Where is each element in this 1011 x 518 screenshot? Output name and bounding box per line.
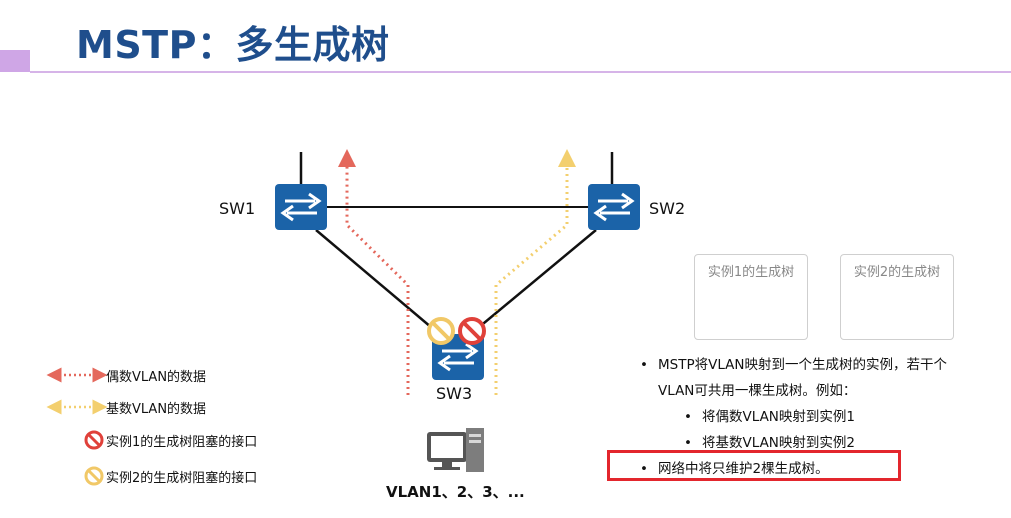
bullet-continuation: VLAN可共用一棵生成树。例如：: [658, 383, 857, 399]
instance2-root-label: 根: [866, 294, 878, 307]
description-list: MSTP将VLAN映射到一个生成树的实例，若干个 VLAN可共用一棵生成树。例如…: [640, 352, 947, 482]
instance1-title: 实例1的生成树: [707, 265, 795, 280]
legend-item: 实例2的生成树阻塞的接口: [50, 464, 257, 488]
pc-vlan-caption: VLAN1、2、3、...: [386, 483, 525, 501]
legend-item: 基数VLAN的数据: [50, 395, 206, 419]
legend-label: 实例1的生成树阻塞的接口: [106, 434, 258, 450]
bullet-item: MSTP将VLAN映射到一个生成树的实例，若干个: [640, 352, 947, 378]
legend-label: 偶数VLAN的数据: [106, 369, 207, 385]
title-accent-bar: [0, 50, 30, 72]
highlight-box: [607, 450, 901, 481]
sub-bullet-item: 将偶数VLAN映射到实例1: [640, 404, 947, 430]
legend-label: 基数VLAN的数据: [106, 401, 207, 417]
instance2-blocked-port-icon: [427, 317, 455, 345]
title-divider: [30, 71, 1011, 73]
link-sw1-sw3: [315, 229, 439, 334]
bullet-item: 网络中将只维护2棵生成树。: [640, 456, 947, 482]
sw2-switch-icon[interactable]: [586, 182, 642, 232]
legend-label: 实例2的生成树阻塞的接口: [106, 470, 258, 486]
sw3-label: SW3: [436, 384, 473, 403]
legend-item: 偶数VLAN的数据: [50, 363, 206, 387]
sw1-switch-icon[interactable]: [273, 182, 329, 232]
instance2-box: 实例2的生成树: [840, 254, 954, 340]
legend-yellow-blocked-icon: [84, 466, 104, 486]
sw2-label: SW2: [649, 199, 686, 218]
even-vlan-data-path: [338, 149, 410, 395]
sub-bullet-item: 将基数VLAN映射到实例2: [640, 430, 947, 456]
legend-item: 实例1的生成树阻塞的接口: [50, 428, 257, 452]
pc-icon: [427, 428, 484, 472]
instance2-title: 实例2的生成树: [853, 265, 941, 280]
sw1-label: SW1: [219, 199, 256, 218]
instance1-box: 实例1的生成树: [694, 254, 808, 340]
page-title: MSTP：多生成树: [76, 23, 390, 67]
link-sw2-sw3: [471, 229, 597, 334]
odd-vlan-data-path: [494, 149, 576, 395]
instance1-blocked-port-icon: [458, 317, 486, 345]
legend-red-blocked-icon: [84, 430, 104, 450]
instance1-root-label: 根: [777, 294, 789, 307]
